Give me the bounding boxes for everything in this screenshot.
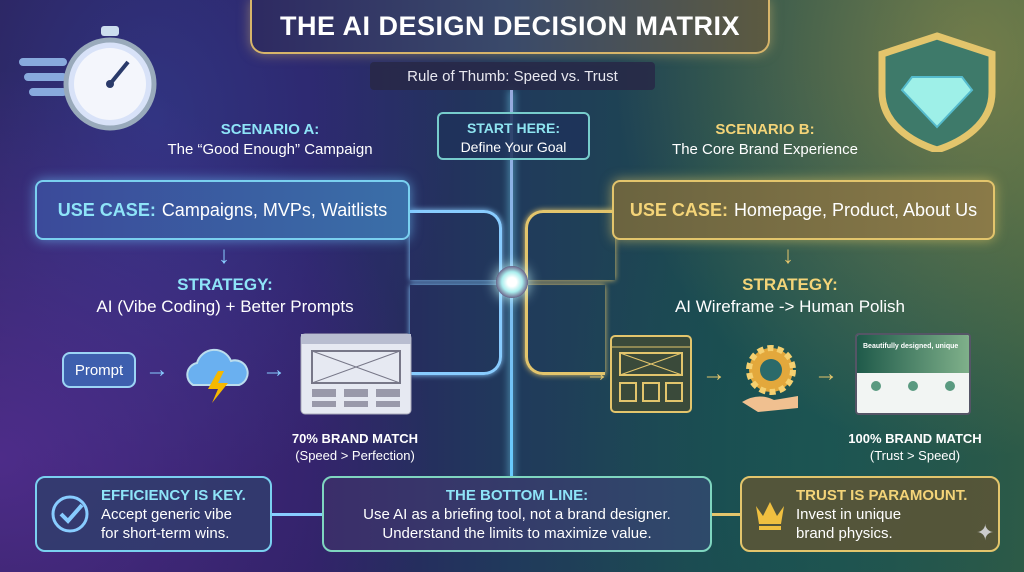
- scenario-b-title: SCENARIO B:: [715, 121, 815, 138]
- checkmark-circle-icon: [51, 495, 89, 533]
- scenario-a-title: SCENARIO A:: [220, 121, 320, 138]
- trust-box: TRUST IS PARAMOUNT. Invest in unique bra…: [740, 476, 1000, 552]
- connector-bottom-left: [272, 513, 322, 516]
- strategy-b-text: AI Wireframe -> Human Polish: [674, 297, 906, 316]
- connector-bottom-right: [712, 513, 740, 516]
- scenario-b-heading: SCENARIO B: The Core Brand Experience: [640, 120, 890, 160]
- website-headline: Beautifully designed, unique: [857, 335, 969, 373]
- stopwatch-icon: [19, 26, 157, 131]
- crown-icon: [756, 502, 784, 530]
- strategy-a: STRATEGY: AI (Vibe Coding) + Better Prom…: [60, 274, 390, 318]
- match-a-value: 70% BRAND MATCH: [291, 431, 419, 446]
- connector-b-bottom: [525, 285, 605, 375]
- arrow-down-icon: ↓: [218, 242, 230, 269]
- trust-line1: Invest in unique: [796, 505, 902, 523]
- bottom-line-box: THE BOTTOM LINE: Use AI as a briefing to…: [322, 476, 712, 552]
- wireframe-b-icon: [610, 335, 692, 413]
- match-b: 100% BRAND MATCH (Trust > Speed): [830, 430, 1000, 464]
- scenario-a-subtitle: The “Good Enough” Campaign: [167, 141, 373, 158]
- trust-title: TRUST IS PARAMOUNT.: [796, 486, 968, 504]
- match-a-note: (Speed > Perfection): [295, 448, 415, 463]
- efficiency-box: EFFICIENCY IS KEY. Accept generic vibe f…: [35, 476, 272, 552]
- arrow-right-icon: →: [262, 356, 286, 383]
- use-case-a-label: USE CASE:: [57, 199, 156, 220]
- use-case-b-box: USE CASE:Homepage, Product, About Us: [612, 180, 995, 240]
- match-a: 70% BRAND MATCH (Speed > Perfection): [270, 430, 440, 464]
- website-mockup: Beautifully designed, unique: [855, 333, 971, 415]
- gear-hand-icon: [742, 345, 798, 412]
- bottom-line-title: THE BOTTOM LINE:: [445, 487, 589, 504]
- connector-a-bottom: [410, 285, 502, 375]
- use-case-b-text: Homepage, Product, About Us: [733, 199, 978, 220]
- scenario-a-heading: SCENARIO A: The “Good Enough” Campaign: [150, 120, 390, 160]
- page-subtitle: Rule of Thumb: Speed vs. Trust: [370, 62, 655, 90]
- trust-line2: brand physics.: [796, 524, 893, 542]
- cloud-lightning-icon: [186, 348, 249, 403]
- strategy-b-label: STRATEGY:: [742, 275, 838, 294]
- arrow-right-icon: →: [145, 356, 169, 383]
- arrow-right-icon: →: [585, 360, 609, 387]
- use-case-b-label: USE CASE:: [629, 199, 728, 220]
- strategy-a-label: STRATEGY:: [177, 275, 273, 294]
- arrow-down-icon: ↓: [782, 242, 794, 269]
- page-title: THE AI DESIGN DECISION MATRIX: [250, 0, 770, 54]
- bottom-line-line2: Understand the limits to maximize value.: [382, 525, 652, 542]
- wireframe-a-icon: [300, 333, 412, 415]
- bottom-line-line1: Use AI as a briefing tool, not a brand d…: [363, 506, 671, 523]
- start-here-box: START HERE: Define Your Goal: [437, 112, 590, 160]
- arrow-right-icon: →: [702, 360, 726, 387]
- connector-a-top: [410, 210, 502, 280]
- shield-diamond-icon: [878, 32, 996, 152]
- connector-b-top: [525, 210, 615, 280]
- start-title: START HERE:: [466, 120, 561, 136]
- center-node: [496, 266, 528, 298]
- prompt-bubble: Prompt: [62, 352, 136, 388]
- scenario-b-subtitle: The Core Brand Experience: [672, 141, 858, 158]
- strategy-a-text: AI (Vibe Coding) + Better Prompts: [96, 297, 354, 316]
- match-b-value: 100% BRAND MATCH: [848, 431, 982, 446]
- start-text: Define Your Goal: [460, 139, 567, 155]
- strategy-b: STRATEGY: AI Wireframe -> Human Polish: [625, 274, 955, 318]
- efficiency-line2: for short-term wins.: [101, 524, 230, 542]
- sparkle-icon: ✦: [976, 520, 995, 545]
- match-b-note: (Trust > Speed): [869, 448, 961, 463]
- efficiency-line1: Accept generic vibe: [101, 505, 232, 523]
- efficiency-title: EFFICIENCY IS KEY.: [101, 486, 246, 504]
- arrow-right-icon: →: [814, 360, 838, 387]
- use-case-a-box: USE CASE:Campaigns, MVPs, Waitlists: [35, 180, 410, 240]
- use-case-a-text: Campaigns, MVPs, Waitlists: [161, 199, 388, 220]
